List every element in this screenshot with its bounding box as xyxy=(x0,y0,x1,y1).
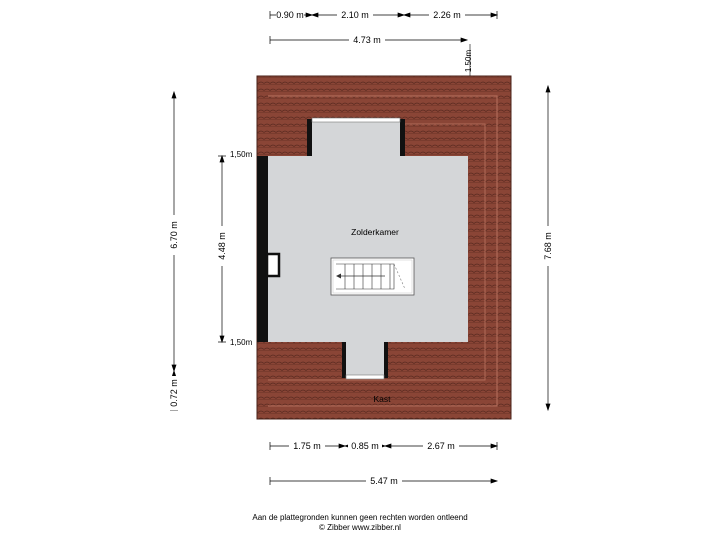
dormer-wall-left xyxy=(307,119,312,156)
room-label-zolderkamer: Zolderkamer xyxy=(351,227,399,237)
chimney xyxy=(265,252,281,278)
copyright-link[interactable]: © Zibber www.zibber.nl xyxy=(319,523,401,532)
dim-knee-bottom: 1,50m xyxy=(230,338,253,347)
dim-bottom-5-47: 5.47 m xyxy=(370,476,398,486)
dim-bottom-2-67: 2.67 m xyxy=(427,441,455,451)
dim-top-height: 1.50m xyxy=(464,50,473,73)
storage-window[interactable] xyxy=(345,374,385,380)
dim-bottom-0-85: 0.85 m xyxy=(351,441,379,451)
arrowhead-icon xyxy=(336,273,341,279)
dim-knee-top: 1,50m xyxy=(230,150,253,159)
dormer-window[interactable] xyxy=(311,117,401,123)
storage-wall-left xyxy=(342,342,346,378)
dim-top-4-73: 4.73 m xyxy=(353,35,381,45)
dim-top-0-90: 0.90 m xyxy=(276,10,304,20)
dim-left-6-70: 6.70 m xyxy=(169,221,179,249)
roof-ridge-line xyxy=(268,95,498,407)
staircase[interactable] xyxy=(330,257,415,296)
roof-ridge-line-inner xyxy=(268,123,486,381)
dim-left-4-48: 4.48 m xyxy=(217,232,227,260)
storage-wall-right xyxy=(384,342,388,378)
dormer-wall-right xyxy=(400,119,405,156)
left-wall xyxy=(257,156,268,342)
room-floor xyxy=(268,121,468,377)
dim-left-0-72: 0.72 m xyxy=(169,379,179,407)
dim-top-2-26: 2.26 m xyxy=(433,10,461,20)
dim-bottom-1-75: 1.75 m xyxy=(293,441,321,451)
room-label-kast: Kast xyxy=(373,394,391,404)
dim-top-2-10: 2.10 m xyxy=(341,10,369,20)
dim-right-7-68: 7.68 m xyxy=(543,232,553,260)
disclaimer-text: Aan de plattegronden kunnen geen rechten… xyxy=(252,513,468,522)
